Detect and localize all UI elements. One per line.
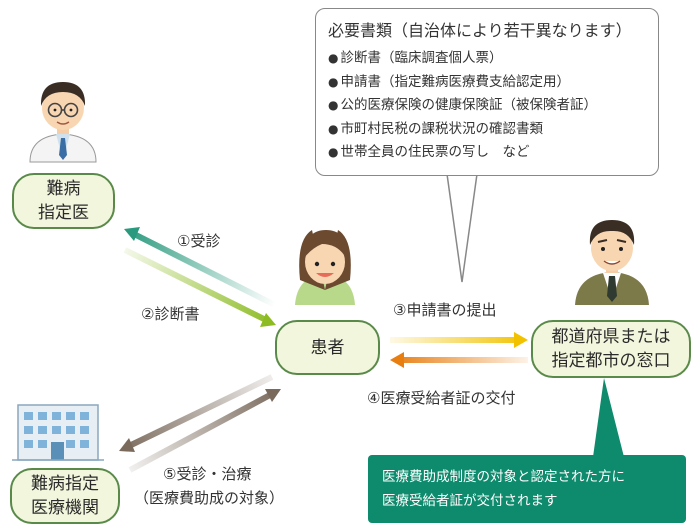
document-item: 申請書（指定難病医療費支給認定用）: [328, 71, 646, 95]
official-figure: [575, 220, 649, 305]
document-item: 市町村民税の課税状況の確認書類: [328, 118, 646, 142]
visit-label: ①受診: [177, 232, 221, 250]
documents-pointer: [446, 173, 478, 283]
issue-label: ④医療受給者証の交付: [367, 389, 516, 407]
document-item: 診断書（臨床調査個人票）: [328, 47, 646, 71]
required-documents-list: 診断書（臨床調査個人票） 申請書（指定難病医療費支給認定用） 公的医療保険の健康…: [328, 47, 646, 165]
required-documents-title: 必要書類（自治体により若干異なります）: [328, 21, 632, 40]
issue-arrow: [390, 352, 528, 368]
treatment-subject-label: （医療費助成の対象）: [134, 489, 285, 507]
visit-arrow: [124, 227, 277, 308]
document-item: 世帯全員の住民票の写し など: [328, 141, 646, 165]
diagnosis-arrow: [123, 247, 276, 327]
document-item: 公的医療保険の健康保険証（被保険者証）: [328, 94, 646, 118]
submit-arrow: [390, 332, 528, 348]
patient-node: 患者: [275, 320, 380, 375]
required-documents-box: 必要書類（自治体により若干異なります） 診断書（臨床調査個人票） 申請書（指定難…: [315, 8, 659, 176]
designated-doctor-node: 難病 指定医: [12, 173, 115, 229]
doctor-figure: [29, 82, 97, 163]
designated-medical-institution-node: 難病指定 医療機関: [10, 468, 120, 524]
treatment-label: ⑤受診・治療: [163, 465, 252, 483]
hospital-building-icon: [12, 404, 104, 461]
note-pointer: [593, 378, 624, 457]
certificate-note-box: 医療費助成制度の対象と認定された方に 医療受給者証が交付されます: [368, 455, 686, 523]
government-office-node: 都道府県または 指定都市の窓口: [531, 320, 691, 378]
submit-label: ③申請書の提出: [393, 301, 497, 319]
diagnosis-label: ②診断書: [141, 305, 200, 323]
treatment-arrow: [119, 374, 281, 473]
patient-figure: [295, 230, 355, 305]
